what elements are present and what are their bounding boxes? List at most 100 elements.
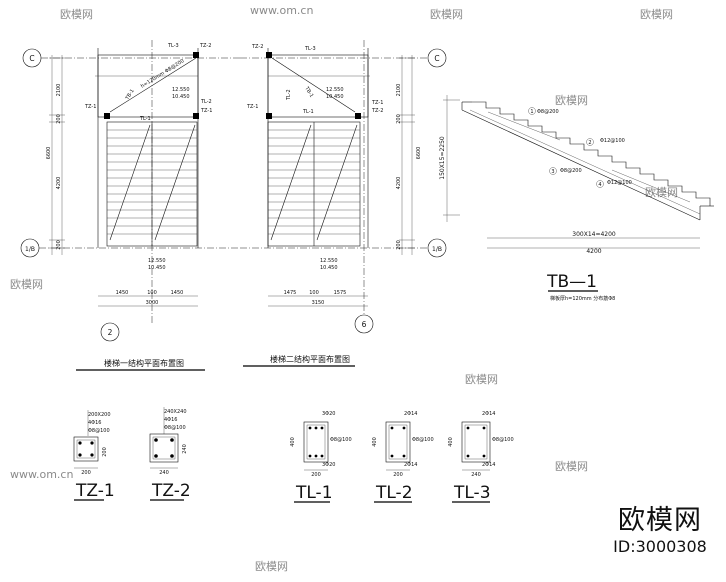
brand-name: 欧模网: [618, 505, 702, 536]
axis-label-c-left: C: [29, 54, 34, 63]
dim-1450: 1450: [116, 290, 129, 296]
beam-width: 200: [311, 472, 321, 478]
label-tb: TB-1: [303, 85, 315, 99]
elevation: 12.550: [148, 258, 166, 264]
label-tz1-right: TZ-1: [200, 108, 212, 114]
rebar-mark-number: 1: [530, 109, 533, 115]
column-ties: Φ8@100: [164, 425, 186, 431]
stair-slab-soffit: [461, 109, 701, 221]
rebar-mark: [549, 167, 557, 175]
stirrup: [152, 436, 176, 460]
dim-horizontal-steps: 300X14=4200: [572, 231, 616, 238]
beam-section: [385, 421, 411, 463]
watermark-url: www.om.cn: [250, 4, 313, 17]
label-tz1: TZ-1: [246, 104, 258, 110]
dim-3150: 3150: [312, 300, 325, 306]
beam-name: TL-1: [295, 483, 333, 503]
column-tz2: [266, 52, 272, 58]
label-tl3: TL-3: [167, 43, 179, 49]
label-tl2: TL-2: [286, 89, 292, 101]
stair-step-profile: [472, 101, 711, 206]
slab-diagonal: [109, 57, 197, 113]
dim-1475: 1475: [284, 290, 297, 296]
rebar-dot: [466, 454, 470, 458]
beam-detail-tl1: 3Φ20 Φ8@100 3Φ20 400 200 TL-1: [290, 411, 352, 503]
stair-treads: [268, 129, 360, 235]
beam-width: 240: [471, 472, 481, 478]
rebar-line: [611, 169, 691, 203]
column-height: 200: [102, 447, 108, 457]
rebar-dot: [482, 426, 486, 430]
flight-arrow: [109, 124, 151, 241]
dim-200: 200: [396, 114, 402, 124]
rebar-callout: Φ8@200: [560, 168, 582, 174]
rebar-line: [487, 111, 561, 141]
column-width: 200: [81, 470, 91, 476]
rebar-dot: [390, 454, 394, 458]
label-tl2: TL-2: [200, 99, 212, 105]
plan-1-title: 楼梯一结构平面布置图: [104, 358, 184, 368]
axis-label-6: 6: [362, 320, 367, 329]
rebar-dot: [90, 441, 94, 445]
beam-ties: Φ8@100: [330, 437, 352, 443]
stair-plan-1: C 1/B 2 2100 4200 6600 200 200: [20, 40, 240, 371]
rebar-dot: [402, 426, 406, 430]
column-main-bars: 4Φ16: [88, 420, 101, 426]
beam-width: 200: [393, 472, 403, 478]
brand-block: 欧模网 ID:3000308: [600, 505, 720, 557]
stair-treads: [107, 129, 197, 235]
column-tz1: [104, 113, 110, 119]
column-main-bars: 4Φ16: [164, 417, 177, 423]
rebar-dot: [314, 454, 318, 458]
elevation: 10.450: [172, 94, 190, 100]
beam-detail-tl3: 2Φ14 Φ8@100 2Φ14 400 240 TL-3: [448, 411, 514, 503]
label-tl3: TL-3: [304, 46, 316, 52]
dim-100: 100: [309, 290, 319, 296]
rebar-callout: Φ12@100: [600, 138, 625, 144]
axis-bubble-b-right: [427, 238, 447, 258]
rebar-dot: [320, 454, 324, 458]
beam-top-bars: 2Φ14: [404, 411, 417, 417]
brand-id: ID:3000308: [613, 537, 707, 556]
watermark-text: 欧模网: [640, 8, 673, 21]
dim-2100: 2100: [56, 84, 62, 97]
rebar-dot: [402, 454, 406, 458]
watermark-layer: 欧模网 欧模网 欧模网 www.om.cn 欧模网 欧模网 欧模网 欧模网 欧模…: [10, 4, 678, 573]
section-title: TB—1: [546, 272, 597, 292]
rebar-line: [469, 109, 701, 215]
column-name: TZ-1: [75, 481, 115, 501]
dim-1450: 1450: [171, 290, 184, 296]
section-subtitle: 梯板厚h=120mm 分布筋Φ8: [550, 295, 615, 302]
rebar-callout: Φ12@100: [607, 180, 632, 186]
beam-name: TL-3: [453, 483, 491, 503]
label-tz2: TZ-2: [251, 44, 263, 50]
beam-top-bars: 3Φ20: [322, 411, 335, 417]
watermark-text: 欧模网: [255, 560, 288, 573]
stirrup: [76, 439, 96, 459]
rebar-dot: [154, 454, 158, 458]
watermark-text: 欧模网: [430, 8, 463, 21]
dim-4200: 4200: [396, 177, 402, 190]
elevation: 12.550: [172, 87, 190, 93]
column-tz1: [266, 113, 272, 119]
rebar-dot: [308, 426, 312, 430]
stirrup: [306, 424, 326, 460]
column-tz1: [355, 113, 361, 119]
watermark-text: 欧模网: [555, 460, 588, 473]
column-size: 240X240: [164, 409, 187, 415]
dim-4200: 4200: [56, 177, 62, 190]
dim-6600: 6600: [46, 147, 52, 160]
beam-top-bars: 2Φ14: [482, 411, 495, 417]
beam-section: [303, 421, 329, 463]
rebar-mark-number: 3: [551, 169, 554, 175]
column-ties: Φ8@100: [88, 428, 110, 434]
flight-arrow: [154, 124, 196, 241]
flight-arrow: [270, 124, 312, 241]
beam-height: 400: [290, 437, 296, 447]
dim-vertical-steps: 150X15=2250: [439, 136, 446, 180]
axis-label-2: 2: [108, 328, 113, 337]
beam-name: TL-2: [375, 483, 413, 503]
landing-outline: [267, 54, 369, 118]
beam-bottom-bars: 2Φ14: [482, 462, 495, 468]
elevation: 12.550: [326, 87, 344, 93]
